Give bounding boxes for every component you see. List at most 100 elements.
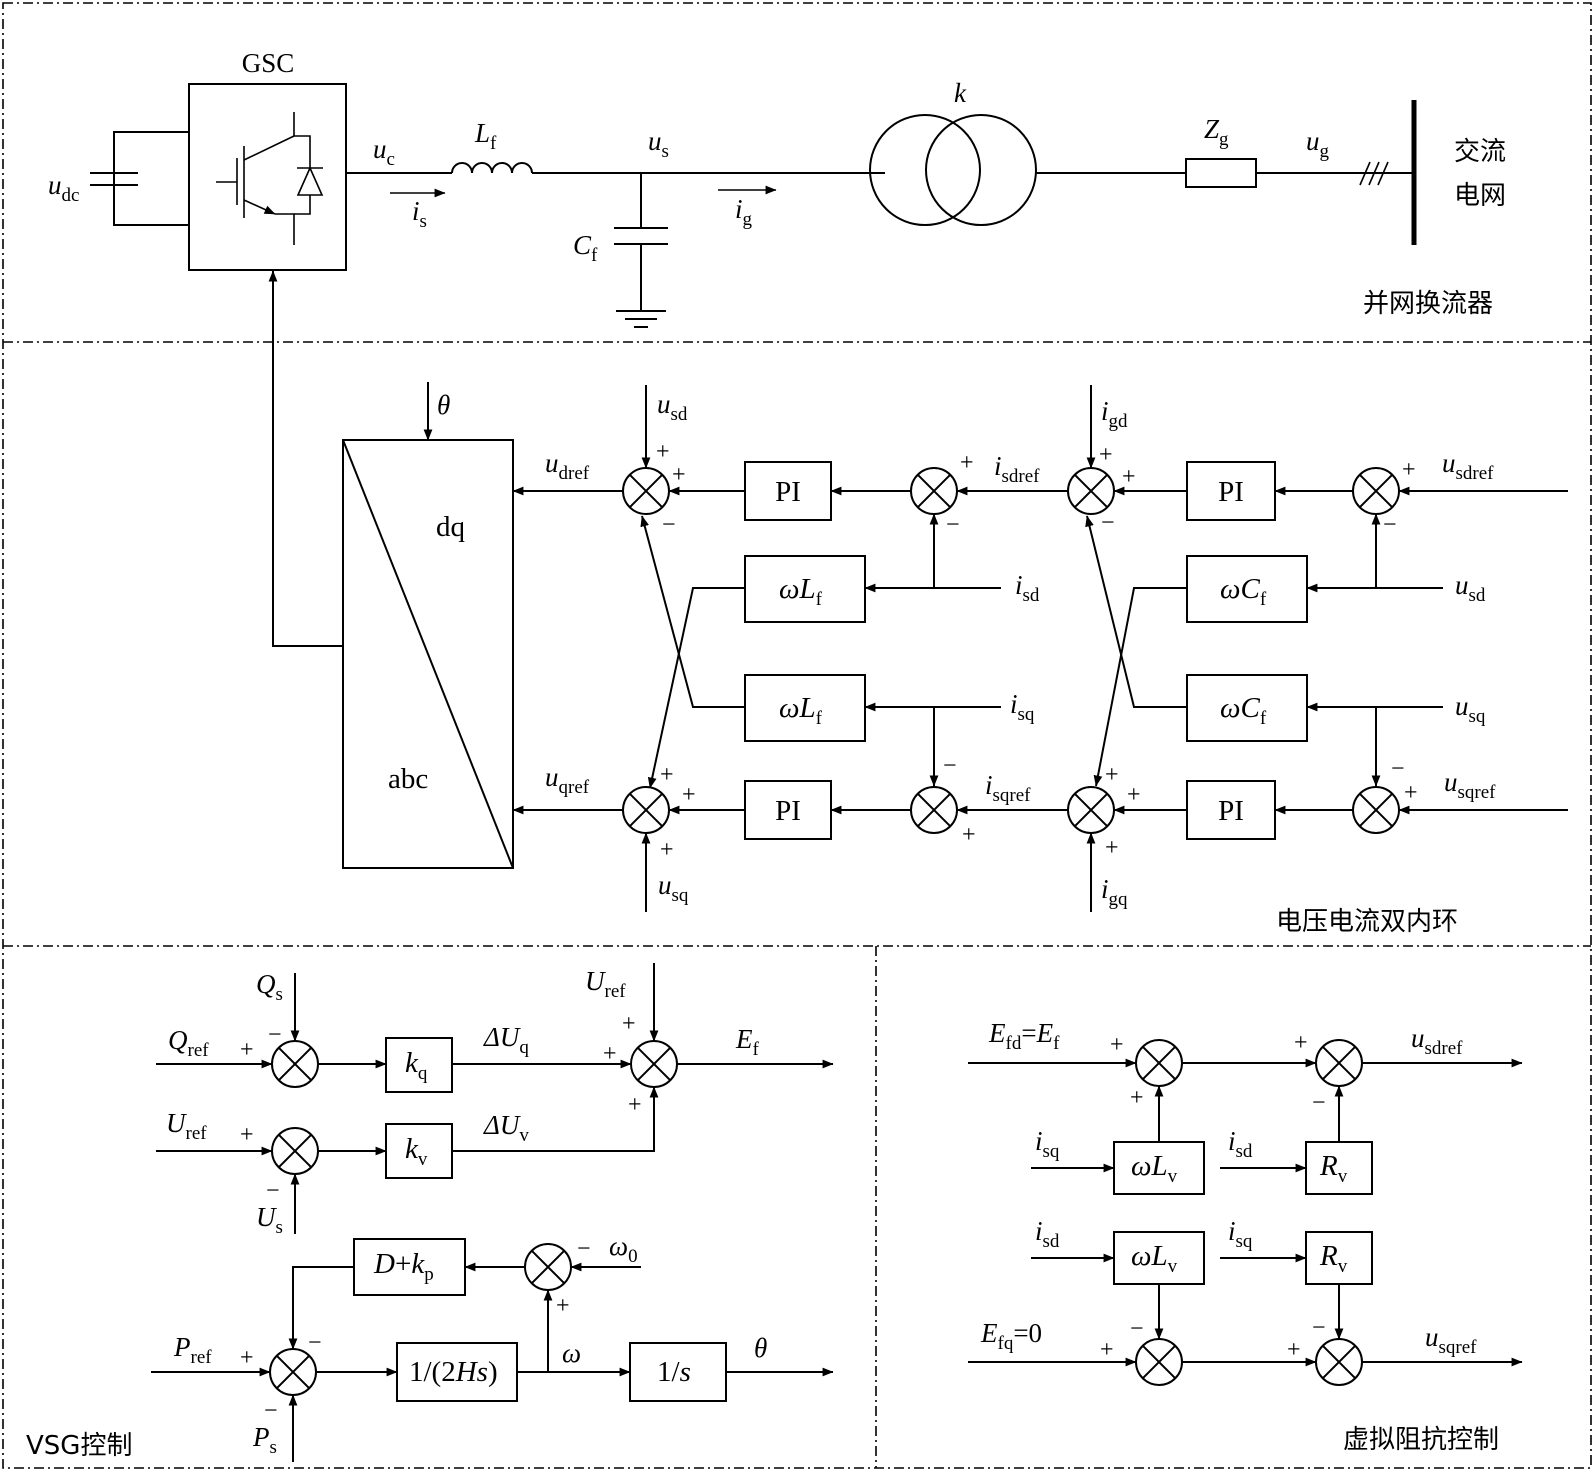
wCf-d-label: ωCf — [1220, 573, 1267, 610]
isdref-label: isdref — [994, 451, 1040, 487]
k-label: k — [954, 78, 967, 108]
svg-text:+: + — [240, 1122, 254, 1148]
dUv-label: ΔUv — [483, 1110, 529, 1146]
Dkp-block — [353, 1238, 466, 1296]
isd-vi-label-1: isd — [1228, 1126, 1253, 1162]
isq-label: isq — [1010, 689, 1035, 725]
Rv-q-label: Rv — [1319, 1240, 1348, 1277]
usqref-in-label: usqref — [1444, 767, 1496, 803]
Uref-top-label: Uref — [585, 966, 626, 1002]
usqref-out-label: usqref — [1425, 1322, 1477, 1358]
sum-isd — [910, 467, 958, 515]
integrator-label: 1/s — [657, 1356, 691, 1388]
svg-text:+: + — [1099, 442, 1113, 468]
section-vsg: VSG控制 — [26, 1431, 132, 1461]
svg-text:−: − — [662, 512, 676, 538]
sum-ud — [622, 467, 670, 515]
Ef-label: Ef — [735, 1024, 760, 1060]
svg-text:+: + — [656, 439, 670, 465]
udref-label: udref — [545, 448, 590, 484]
grid-label-2: 电网 — [1454, 181, 1506, 211]
wLf-block-q — [744, 674, 866, 742]
usq-bottom-label: usq — [658, 870, 689, 906]
usd-right-label: usd — [1455, 570, 1486, 606]
svg-text:−: − — [308, 1330, 322, 1356]
sum-ef — [630, 1040, 678, 1088]
svg-text:+: + — [660, 837, 674, 863]
sum-efd — [1135, 1039, 1183, 1087]
svg-text:+: + — [962, 822, 976, 848]
igbt-icon — [216, 112, 324, 245]
virtual-impedance: Efd=Ef + + + − usdref ωLv isq Rv isd ωLv… — [968, 1018, 1523, 1455]
svg-text:PI: PI — [1218, 795, 1244, 827]
svg-text:−: − — [1312, 1090, 1326, 1116]
udc-label: udc — [48, 170, 79, 206]
dq-label: dq — [436, 511, 465, 543]
isd-vi-label-2: isd — [1035, 1216, 1060, 1252]
svg-text:+: + — [603, 1041, 617, 1067]
svg-text:+: + — [660, 762, 674, 788]
isq-vi-label-1: isq — [1035, 1126, 1060, 1162]
gsc-label: GSC — [242, 48, 295, 78]
vsg-control: Qref + Qs − kq ΔUq Uref + + + Ef Uref + … — [26, 963, 834, 1462]
wLf-q-label: ωLf — [779, 692, 823, 729]
uc-label: uc — [373, 134, 395, 170]
is-label: is — [412, 196, 427, 232]
uqref-label: uqref — [545, 762, 590, 798]
igd-label: igd — [1101, 396, 1128, 432]
svg-text:+: + — [1127, 782, 1141, 808]
Us-label: Us — [256, 1202, 283, 1238]
abc-label: abc — [388, 763, 428, 795]
wCf-block-d — [1186, 555, 1308, 623]
svg-text:+: + — [1130, 1085, 1144, 1111]
wLv-q-label: ωLv — [1131, 1240, 1178, 1277]
pi-block-1 — [744, 461, 832, 521]
svg-text:−: − — [946, 512, 960, 538]
dUq-label: ΔUq — [483, 1022, 529, 1058]
us-label: us — [648, 126, 669, 162]
svg-text:PI: PI — [775, 476, 801, 508]
svg-text:+: + — [1105, 762, 1119, 788]
svg-text:−: − — [1383, 512, 1397, 538]
svg-text:+: + — [622, 1011, 636, 1037]
svg-text:PI: PI — [775, 795, 801, 827]
svg-text:−: − — [1101, 510, 1115, 536]
kq-block — [385, 1037, 453, 1093]
integrator-block — [629, 1342, 727, 1402]
ig-label: ig — [735, 194, 753, 230]
kv-block — [385, 1123, 453, 1179]
theta-out-label: θ — [754, 1333, 767, 1363]
svg-text:+: + — [556, 1293, 570, 1319]
wCf-block-q — [1186, 674, 1308, 742]
kv-label: kv — [405, 1133, 428, 1170]
pi-block-2 — [1186, 461, 1276, 521]
svg-text:+: + — [682, 782, 696, 808]
svg-text:+: + — [1402, 457, 1416, 483]
section-virtual-impedance: 虚拟阻抗控制 — [1343, 1425, 1499, 1455]
svg-text:+: + — [1122, 464, 1136, 490]
svg-text:+: + — [1287, 1337, 1301, 1363]
sum-u — [271, 1127, 319, 1175]
Pref-label: Pref — [173, 1332, 212, 1368]
transformer-secondary — [925, 114, 1037, 226]
igq-label: igq — [1101, 874, 1128, 910]
dual-loop: dq abc θ udref usd + + − PI + − isdref i… — [268, 270, 1568, 937]
Cf-label: Cf — [573, 230, 598, 266]
svg-text:+: + — [628, 1092, 642, 1118]
sum-omega — [524, 1243, 572, 1291]
sum-usd — [1352, 467, 1400, 515]
section-dual-loop: 电压电流双内环 — [1276, 907, 1458, 937]
Qref-label: Qref — [168, 1025, 209, 1061]
gsc-block — [188, 83, 347, 271]
sum-isq — [910, 786, 958, 834]
svg-text:−: − — [264, 1398, 278, 1424]
svg-text:−: − — [268, 1022, 282, 1048]
sum-usdref — [1315, 1039, 1363, 1087]
transformer-primary — [869, 114, 981, 226]
sum-igd — [1067, 467, 1115, 515]
isqref-label: isqref — [985, 770, 1031, 806]
svg-text:+: + — [1404, 780, 1418, 806]
omega-label: ω — [562, 1338, 581, 1368]
